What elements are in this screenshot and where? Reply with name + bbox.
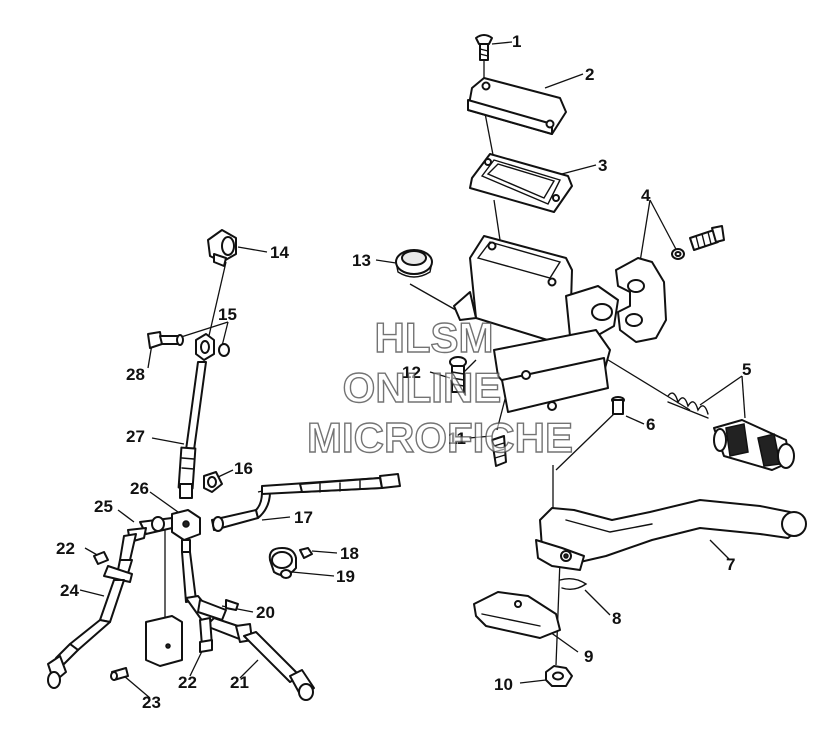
part-clamp [615,225,725,343]
part-cap [207,229,237,267]
part-screws-22-23 [110,639,213,681]
part-switch-bracket [473,591,561,639]
callout-22-right: 22 [178,673,197,692]
part-pivot-bolt [611,396,625,415]
watermark-line1: HLSM [375,314,494,361]
callout-8: 8 [612,609,621,628]
part-reservoir-cover [467,77,567,135]
callout-20: 20 [256,603,275,622]
callout-1: 1 [512,32,521,51]
part-junction-block [171,509,201,553]
part-fitting-16 [203,471,223,493]
callout-26: 26 [130,479,149,498]
part-banjo-fittings [147,331,230,361]
callout-15: 15 [218,305,237,324]
part-brake-line [177,361,207,499]
callout-13: 13 [352,251,371,270]
callout-3: 3 [598,156,607,175]
watermark: HLSM ONLINE MICROFICHE [306,313,573,461]
callout-labels: 1 2 3 4 5 6 7 8 9 10 11 12 13 14 15 16 1… [56,32,751,712]
callout-25: 25 [94,497,113,516]
callout-23: 23 [142,693,161,712]
part-master-cylinder-body [453,235,619,413]
part-cap-ring [395,249,433,278]
callout-6: 6 [646,415,655,434]
callout-10: 10 [494,675,513,694]
part-screw [475,34,493,61]
callout-22-left: 22 [56,539,75,558]
callout-24: 24 [60,581,79,600]
callout-14: 14 [270,243,289,262]
part-brake-line-17 [211,473,401,532]
callout-12: 12 [402,363,421,382]
callout-11: 11 [448,429,466,448]
part-clamp-18-19 [268,547,313,579]
part-nut [545,665,573,687]
callout-27: 27 [126,427,145,446]
part-brake-hose-right [181,551,315,701]
part-brake-lever [535,499,807,571]
part-piston-assembly [667,392,795,471]
callout-18: 18 [340,544,359,563]
callout-17: 17 [294,508,313,527]
callout-9: 9 [584,647,593,666]
callout-2: 2 [585,65,594,84]
part-spring-clip [559,577,588,591]
part-caliper-plate [145,615,183,667]
callout-21: 21 [230,673,249,692]
callout-4: 4 [641,186,651,205]
callout-16: 16 [234,459,253,478]
callout-5: 5 [742,360,751,379]
watermark-line2: ONLINE [343,364,502,411]
part-bleeder-screw [491,435,507,467]
callout-19: 19 [336,567,355,586]
callout-28: 28 [126,365,145,384]
part-pin [449,356,467,393]
part-brake-hose-left [47,533,137,689]
watermark-line3: MICROFICHE [307,414,573,461]
callout-7: 7 [726,555,735,574]
part-diaphragm [469,153,573,213]
